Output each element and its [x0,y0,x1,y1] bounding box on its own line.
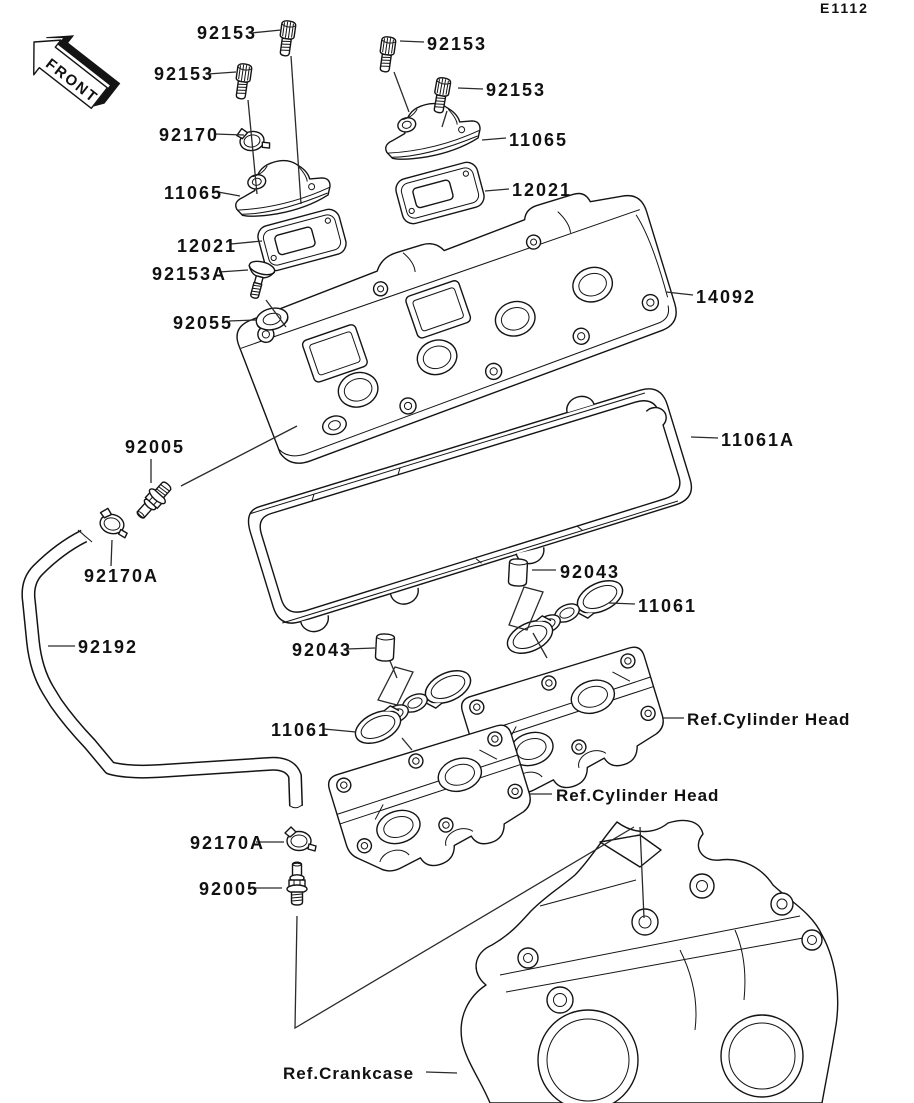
callout-ref-cylinder-head-lower: Ref.Cylinder Head [556,786,719,805]
diagram-code: E1112 [820,0,869,16]
part-gasket-12021-right [392,159,488,227]
part-gasket-11061A [247,388,693,633]
callout-11065-left[interactable]: 11065 [164,183,223,203]
part-cylinder-head-lower [325,721,543,890]
callout-11061-lower[interactable]: 11061 [271,720,330,740]
leader-lines [48,29,719,1074]
callout-11061A[interactable]: 11061A [721,430,795,450]
callout-92055[interactable]: 92055 [173,313,233,333]
callout-92170[interactable]: 92170 [159,125,219,145]
part-cap-11065-right [376,92,485,168]
part-cover-14092 [236,192,677,464]
callout-12021-left[interactable]: 12021 [177,236,237,256]
part-bolt-92153-a [276,19,297,58]
part-bolt-92153-c [376,35,397,74]
callout-92043-lower[interactable]: 92043 [292,640,352,660]
part-hose-92192 [21,529,303,809]
callout-92005-lower[interactable]: 92005 [199,879,259,899]
callout-92153A[interactable]: 92153A [152,264,227,284]
part-gasket-11061-lower [349,663,477,751]
part-crankcase-ref [460,819,839,1103]
assembly-guide-lines [180,55,645,1030]
part-screw-92153A [240,258,277,303]
part-dowel-92043-upper [507,557,529,588]
part-fitting-92005-upper [131,477,177,524]
part-clamp-92170A-lower [284,826,317,852]
callout-92153-c[interactable]: 92153 [427,34,487,54]
callout-92170A-upper[interactable]: 92170A [84,566,159,586]
callout-11061-upper[interactable]: 11061 [638,596,697,616]
callout-ref-cylinder-head-upper: Ref.Cylinder Head [687,710,850,729]
part-bolt-92153-b [232,62,253,101]
callout-92170A-lower[interactable]: 92170A [190,833,265,853]
callout-11065-right[interactable]: 11065 [509,130,568,150]
callout-14092[interactable]: 14092 [696,287,756,307]
callout-92153-b[interactable]: 92153 [154,64,214,84]
part-gasket-12021-left [254,206,350,274]
callout-92005-upper[interactable]: 92005 [125,437,185,457]
part-fitting-92005-lower [286,861,308,906]
callout-12021-right[interactable]: 12021 [512,180,572,200]
part-dowel-92043-lower [374,632,396,663]
part-gasket-11061-upper [501,573,629,661]
callout-92153-a[interactable]: 92153 [197,23,257,43]
callout-92153-d[interactable]: 92153 [486,80,546,100]
part-clamp-92170A-upper [95,506,133,539]
callout-92043-upper[interactable]: 92043 [560,562,620,582]
front-direction-sign: FRONT [33,35,121,110]
callout-92192[interactable]: 92192 [78,637,138,657]
callout-ref-crankcase: Ref.Crankcase [283,1064,414,1083]
